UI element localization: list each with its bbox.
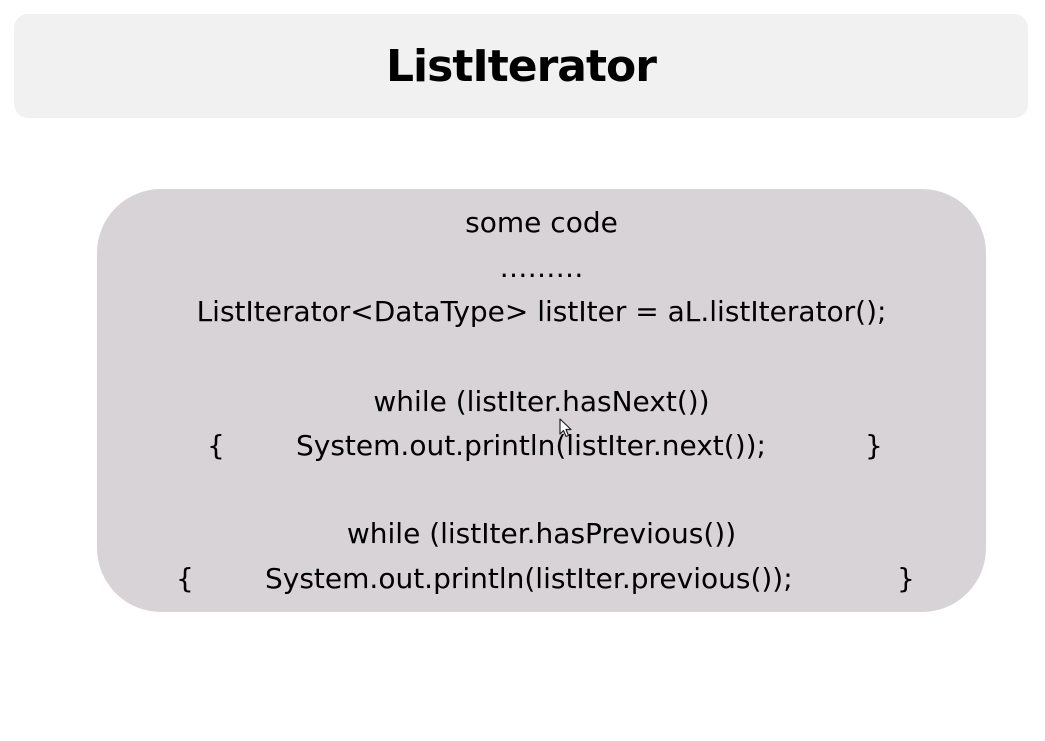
- code-line-ellipsis: ………: [499, 251, 584, 284]
- mouse-pointer-icon: [559, 418, 572, 438]
- code-block-previous: { System.out.println(listIter.previous()…: [97, 561, 986, 597]
- code-line-print-next: System.out.println(listIter.next());: [296, 429, 766, 462]
- slide-title: ListIterator: [386, 40, 657, 92]
- code-box: some code ……… ListIterator<DataType> lis…: [97, 189, 986, 612]
- close-brace: }: [897, 562, 915, 595]
- open-brace: {: [207, 429, 225, 462]
- code-line-declaration: ListIterator<DataType> listIter = aL.lis…: [196, 295, 887, 328]
- title-bar: ListIterator: [14, 14, 1028, 118]
- close-brace: }: [865, 429, 883, 462]
- code-block-next: { System.out.println(listIter.next()); }: [97, 428, 986, 464]
- code-line-print-previous: System.out.println(listIter.previous());: [265, 562, 793, 595]
- open-brace: {: [176, 562, 194, 595]
- code-line-while-next: while (listIter.hasNext()): [373, 385, 710, 418]
- code-line-while-previous: while (listIter.hasPrevious()): [346, 517, 737, 550]
- code-line-some-code: some code: [465, 206, 618, 239]
